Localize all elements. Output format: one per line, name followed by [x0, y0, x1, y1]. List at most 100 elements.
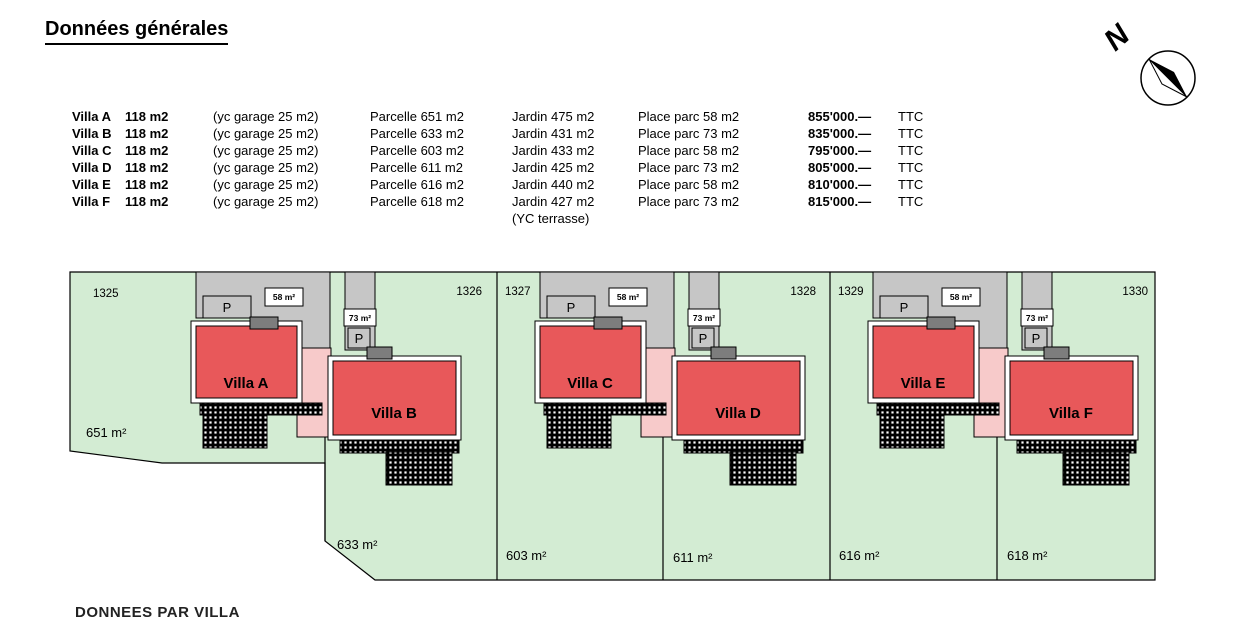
place-parc-info: Place parc 73 m2	[638, 126, 740, 141]
ttc-label: TTC	[898, 160, 924, 175]
ttc-label: TTC	[898, 194, 924, 209]
garage-info: (yc garage 25 m2)	[213, 160, 319, 175]
back-villa-label: Villa D	[715, 405, 761, 422]
back-parking-area-label: 73 m²	[1026, 313, 1048, 323]
parcelle-info: Parcelle 616 m2	[370, 177, 464, 192]
price: 795'000.—	[808, 143, 872, 158]
back-parking-area-label: 73 m²	[349, 313, 371, 323]
front-terrace-hatch	[546, 413, 612, 449]
front-entry-step	[926, 316, 956, 330]
back-parking-box	[1024, 327, 1048, 349]
villa-area: 118 m2	[125, 126, 169, 141]
front-villa-label: Villa E	[901, 375, 946, 392]
ttc-label: TTC	[898, 143, 924, 158]
jardin-info: Jardin 475 m2	[512, 109, 595, 124]
front-terrace-hatch	[199, 402, 323, 416]
back-terrace-hatch	[729, 451, 797, 486]
villa-name: Villa C	[72, 143, 112, 158]
front-parking-area-box	[264, 287, 304, 307]
front-parking-area-box	[608, 287, 648, 307]
villa-pair-ab: P 58 m² 73 m² P Villa A Villa B	[190, 271, 462, 486]
back-villa-label: Villa B	[371, 405, 417, 422]
parcel-area: 616 m²	[839, 548, 880, 563]
north-compass: N	[1098, 17, 1196, 106]
parcel-number: 1329	[838, 286, 864, 298]
back-terrace-hatch	[683, 439, 804, 454]
back-entry-step	[710, 346, 737, 360]
front-terrace-hatch	[543, 402, 667, 416]
parcel-number: 1326	[456, 286, 482, 298]
parcel-number: 1325	[93, 288, 119, 300]
villa-name: Villa E	[72, 177, 111, 192]
terrasse-note: (YC terrasse)	[512, 211, 590, 226]
ttc-label: TTC	[898, 109, 924, 124]
link-building	[973, 347, 1009, 438]
front-villa-building	[872, 325, 975, 399]
front-parking-area-label: 58 m²	[273, 292, 295, 302]
front-terrace-hatch	[202, 413, 268, 449]
back-entry-step	[366, 346, 393, 360]
place-parc-info: Place parc 73 m2	[638, 160, 740, 175]
back-parking-area-box	[1020, 308, 1054, 327]
price: 805'000.—	[808, 160, 872, 175]
link-building	[296, 347, 332, 438]
front-villa-building	[195, 325, 298, 399]
parking-p-label: P	[355, 331, 364, 346]
parcelle-info: Parcelle 633 m2	[370, 126, 464, 141]
parcel-area: 633 m²	[337, 537, 378, 552]
back-entry-step	[1043, 346, 1070, 360]
parking-p-label: P	[699, 331, 708, 346]
parcel-number: 1327	[505, 286, 531, 298]
front-villa-label: Villa C	[567, 375, 613, 392]
price: 855'000.—	[808, 109, 872, 124]
place-parc-info: Place parc 58 m2	[638, 177, 740, 192]
back-terrace-hatch	[1016, 439, 1137, 454]
garage-info: (yc garage 25 m2)	[213, 177, 319, 192]
back-villa-building	[1009, 360, 1134, 436]
ttc-label: TTC	[898, 126, 924, 141]
parcel-number: 1328	[790, 286, 816, 298]
price: 810'000.—	[808, 177, 872, 192]
villa-area: 118 m2	[125, 143, 169, 158]
section-heading-cut: DONNEES PAR VILLA	[75, 604, 240, 621]
front-parking-area-label: 58 m²	[950, 292, 972, 302]
parcel-area: 618 m²	[1007, 548, 1048, 563]
parking-p-label: P	[567, 300, 576, 315]
parking-p-label: P	[1032, 331, 1041, 346]
place-parc-info: Place parc 58 m2	[638, 143, 740, 158]
back-parking-area-box	[343, 308, 377, 327]
back-villa-building	[676, 360, 801, 436]
villa-area: 118 m2	[125, 160, 169, 175]
villa-name: Villa B	[72, 126, 112, 141]
villa-name: Villa D	[72, 160, 112, 175]
jardin-info: Jardin 440 m2	[512, 177, 595, 192]
back-parking-box	[347, 327, 371, 349]
front-parking-area-box	[941, 287, 981, 307]
place-parc-info: Place parc 58 m2	[638, 109, 740, 124]
villa-area: 118 m2	[125, 109, 169, 124]
front-villa-building	[539, 325, 642, 399]
front-parking-box	[879, 295, 929, 319]
jardin-info: Jardin 433 m2	[512, 143, 595, 158]
compass-needle-icon	[1148, 58, 1188, 98]
parcel-area: 603 m²	[506, 548, 547, 563]
back-terrace-hatch	[339, 439, 460, 454]
price: 815'000.—	[808, 194, 872, 209]
north-label: N	[1098, 17, 1137, 57]
front-parking-area-label: 58 m²	[617, 292, 639, 302]
villa-pair-cd: P 58 m² 73 m² P Villa C Villa D	[534, 271, 806, 486]
price: 835'000.—	[808, 126, 872, 141]
front-terrace-hatch	[879, 413, 945, 449]
front-entry-step	[593, 316, 623, 330]
parcel-number: 1330	[1122, 286, 1148, 298]
back-parking-area-label: 73 m²	[693, 313, 715, 323]
jardin-info: Jardin 425 m2	[512, 160, 595, 175]
parcelle-info: Parcelle 603 m2	[370, 143, 464, 158]
link-building	[640, 347, 676, 438]
front-parking-box	[546, 295, 596, 319]
back-terrace-hatch	[385, 451, 453, 486]
back-terrace-hatch	[1062, 451, 1130, 486]
ttc-label: TTC	[898, 177, 924, 192]
parcel-area: 611 m²	[673, 550, 713, 565]
